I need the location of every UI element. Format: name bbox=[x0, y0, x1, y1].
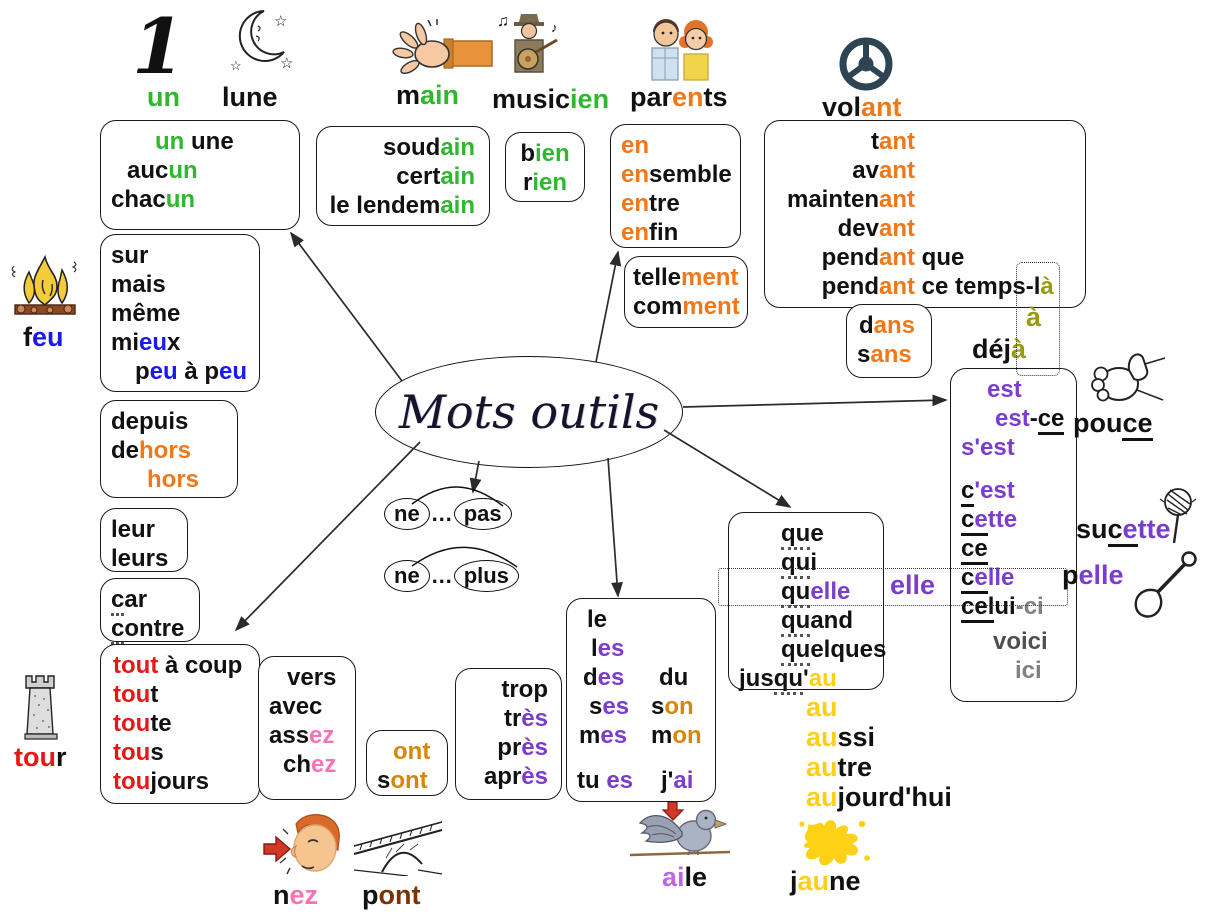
bridge-icon bbox=[353, 821, 443, 876]
label-feu: feu bbox=[23, 322, 64, 352]
paint-splash-icon bbox=[799, 820, 870, 866]
ellipsis-dots: … bbox=[430, 501, 453, 526]
svg-text:♫: ♫ bbox=[497, 13, 509, 30]
plus-oval: plus bbox=[453, 560, 519, 592]
label-un: un bbox=[147, 82, 180, 112]
label-volant: volant bbox=[822, 92, 902, 122]
ne-oval: ne bbox=[384, 560, 430, 592]
thumb-up-icon bbox=[1091, 353, 1166, 402]
pas-oval: pas bbox=[453, 498, 512, 530]
steering-wheel-icon bbox=[839, 37, 893, 91]
label-nez: nez bbox=[273, 880, 319, 910]
hand-icon bbox=[392, 19, 493, 75]
ne-plus-group: ne … plus bbox=[384, 560, 519, 592]
central-topic: Mots outils bbox=[375, 356, 683, 468]
svg-text:♪: ♪ bbox=[551, 20, 558, 35]
svg-text:☆: ☆ bbox=[230, 58, 242, 73]
label-aile: aile bbox=[662, 862, 708, 892]
label-sucette: sucette bbox=[1076, 514, 1171, 547]
a-highlight-frame bbox=[1016, 262, 1060, 376]
label-musicien: musicien bbox=[492, 84, 610, 114]
bird-wing-icon bbox=[629, 801, 731, 857]
label-main: main bbox=[396, 80, 460, 110]
label-pouce: pouce bbox=[1073, 408, 1153, 441]
fire-icon bbox=[11, 254, 77, 315]
label-jaune: jaune bbox=[790, 866, 861, 896]
ne-pas-group: ne … pas bbox=[384, 498, 512, 530]
ellipsis-dots: … bbox=[430, 563, 453, 588]
label-deja: déjà bbox=[972, 334, 1027, 364]
moon-icon: ☆ ☆ ☆ bbox=[230, 10, 293, 73]
shovel-icon bbox=[1134, 551, 1197, 618]
parents-icon bbox=[651, 19, 713, 81]
label-a-alone: à bbox=[1026, 302, 1042, 332]
one-icon: 1 bbox=[132, 2, 185, 91]
label-parents: parents bbox=[630, 82, 728, 112]
label-tour: tour bbox=[14, 742, 67, 772]
musician-icon: ♫ ♪ bbox=[497, 13, 558, 73]
lollipop-icon bbox=[1159, 488, 1197, 544]
svg-text:☆: ☆ bbox=[274, 13, 287, 30]
label-pont: pont bbox=[362, 880, 421, 910]
svg-text:☆: ☆ bbox=[280, 55, 293, 72]
elle-highlight-band bbox=[718, 568, 1068, 606]
nose-face-icon bbox=[263, 814, 340, 875]
label-lune: lune bbox=[222, 82, 278, 112]
label-elle: elle bbox=[890, 570, 936, 600]
central-topic-title: Mots outils bbox=[398, 385, 660, 439]
tower-icon bbox=[24, 675, 58, 740]
ne-oval: ne bbox=[384, 498, 430, 530]
label-pelle: pelle bbox=[1062, 560, 1124, 590]
